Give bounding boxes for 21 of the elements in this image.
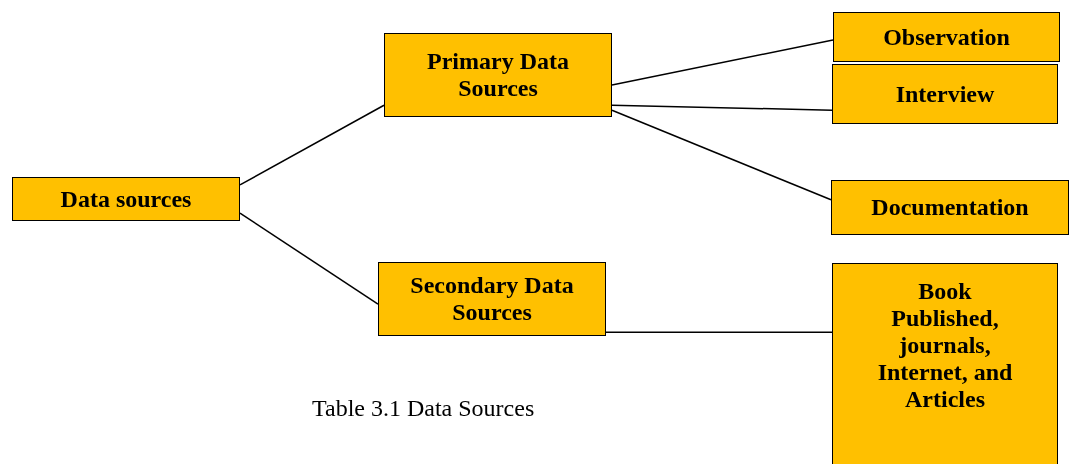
source-box [12,177,240,221]
box-label: Observation [883,23,1010,51]
box-label: Data sources [60,185,192,213]
connector-line [239,212,379,305]
source-box [832,64,1058,124]
connector-line [611,109,832,201]
source-box [832,263,1058,464]
source-box [833,12,1060,62]
source-box [378,262,606,336]
caption: Table 3.1 Data Sources [312,395,535,422]
box-label: Book Published, journals, Internet, and Articles [876,278,1014,413]
box-label: Documentation [871,194,1029,221]
source-box [384,33,612,117]
connector-line [239,104,385,186]
box-label: Primary Data Sources [426,48,570,102]
connector-line [605,331,833,334]
connector-line [611,39,834,86]
connector-line [611,104,833,111]
source-box [831,180,1069,235]
box-label: Secondary Data Sources [409,272,575,326]
box-label: Interview [895,80,995,108]
